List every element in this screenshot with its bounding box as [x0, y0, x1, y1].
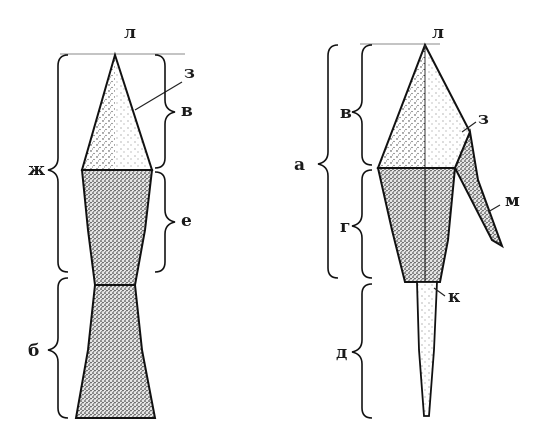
left-brace-e: [154, 171, 176, 273]
right-label-z: з: [478, 109, 489, 129]
right-z-leader: [461, 121, 477, 133]
right-label-m: м: [505, 191, 520, 211]
right-label-v: в: [340, 103, 352, 123]
right-k-leader: [433, 287, 446, 297]
right-m-leader: [487, 204, 501, 213]
right-label-d: д: [336, 343, 347, 363]
right-barb: [453, 128, 504, 249]
right-label-g: г: [340, 217, 350, 237]
left-neck: [80, 169, 154, 286]
left-label-v: в: [181, 101, 193, 121]
left-label-tip: л: [124, 23, 136, 43]
right-body: [376, 167, 457, 283]
right-arrowhead: л в з а м г к д: [294, 23, 520, 419]
right-brace-d: [351, 283, 373, 419]
right-brace-a: [317, 44, 339, 279]
right-label-tip: л: [432, 23, 444, 43]
left-label-b: б: [28, 341, 39, 361]
left-label-z: з: [184, 63, 195, 83]
left-label-e: е: [181, 211, 192, 231]
right-head-right-face: [425, 45, 470, 168]
left-label-zh: ж: [28, 160, 45, 180]
right-tang: [416, 281, 438, 417]
right-brace-g: [351, 169, 373, 279]
left-brace-v: [154, 54, 176, 169]
left-z-leader: [134, 81, 183, 111]
right-label-k: к: [448, 287, 461, 307]
right-label-a: а: [294, 155, 305, 175]
left-stem: [74, 284, 157, 419]
left-brace-b: [47, 277, 69, 419]
right-brace-v: [351, 44, 373, 166]
left-brace-zh: [47, 54, 69, 273]
left-arrowhead: л з в ж е б: [28, 23, 195, 419]
